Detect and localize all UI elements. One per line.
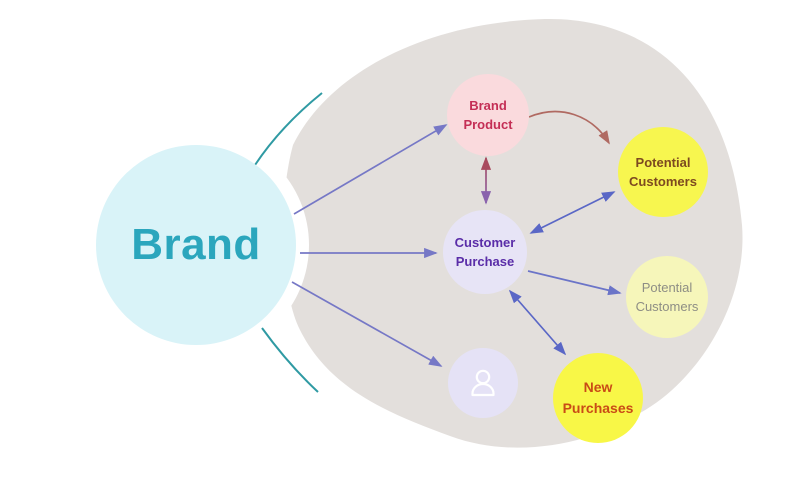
node-new-purchases-label: New Purchases <box>562 379 634 416</box>
edge-customer-purchase-to-potential-customers-right <box>527 270 622 296</box>
decorative-arc-top <box>254 92 323 166</box>
edge-customer-purchase-new-purchases-two-way <box>508 289 567 356</box>
edge-brand-to-brand-product <box>293 124 448 215</box>
node-new-purchases: New Purchases <box>553 353 643 443</box>
node-brand: Brand <box>96 145 296 345</box>
node-brand-product-label: Brand Product <box>463 97 513 133</box>
node-customer-purchase: Customer Purchase <box>443 210 527 294</box>
edge-brand-product-to-potential-customers-top <box>528 110 610 145</box>
node-potential-customers-right-label: Potential Customers <box>635 279 699 315</box>
node-potential-customers-right: Potential Customers <box>626 256 708 338</box>
node-potential-customers-top-label: Potential Customers <box>629 154 697 190</box>
node-brand-product: Brand Product <box>447 74 529 156</box>
node-customer-purchase-label: Customer Purchase <box>454 234 516 270</box>
edge-brand-to-customer-avatar <box>291 281 443 367</box>
person-icon <box>471 369 495 397</box>
decorative-arc-bottom <box>261 327 319 393</box>
node-brand-label: Brand <box>131 220 261 269</box>
node-potential-customers-top: Potential Customers <box>618 127 708 217</box>
node-customer-avatar <box>448 348 518 418</box>
edge-customer-purchase-potential-customers-top-two-way <box>529 191 616 234</box>
